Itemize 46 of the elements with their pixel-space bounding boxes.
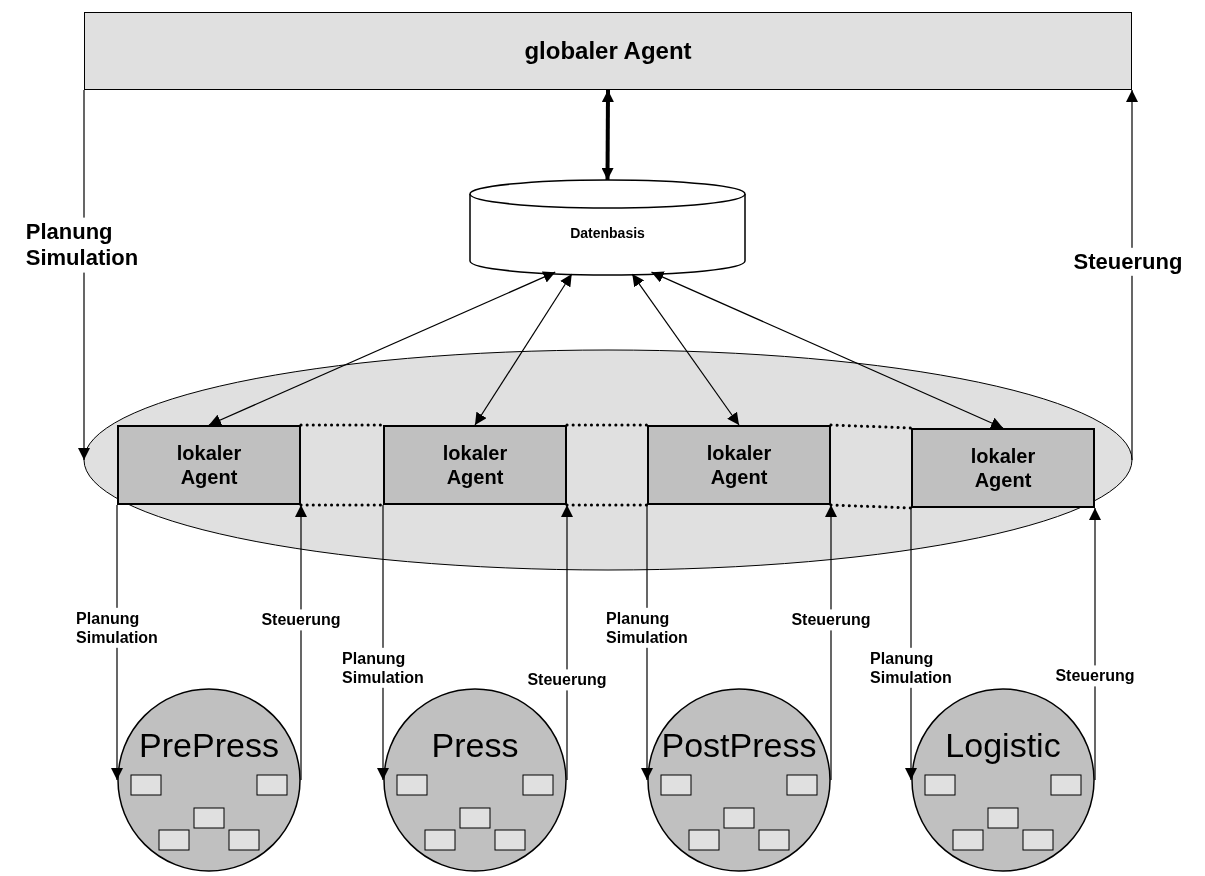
node-label: PrePress bbox=[139, 724, 279, 766]
department-circle bbox=[117, 688, 301, 872]
edge-label: Planung Simulation bbox=[340, 647, 426, 689]
dotted-line bbox=[565, 423, 649, 427]
node-label: lokaler Agent bbox=[705, 441, 773, 489]
edge-label: Planung Simulation bbox=[74, 607, 160, 649]
edge-label: Planung Simulation bbox=[868, 647, 954, 689]
node-label: lokaler Agent bbox=[441, 441, 509, 489]
node-label: PostPress bbox=[661, 724, 817, 766]
node-label: lokaler Agent bbox=[969, 444, 1037, 492]
edge-label: Steuerung bbox=[789, 609, 873, 631]
edge-label: Steuerung bbox=[259, 609, 343, 631]
arrow bbox=[601, 90, 614, 180]
dotted-line bbox=[829, 423, 913, 430]
agent-box bbox=[117, 425, 301, 505]
arrow bbox=[825, 504, 837, 781]
node-label: Datenbasis bbox=[570, 225, 645, 242]
arrow bbox=[1089, 507, 1101, 781]
arrow bbox=[561, 504, 573, 781]
node-label: globaler Agent bbox=[524, 36, 692, 66]
edge-label: Steuerung bbox=[1053, 665, 1137, 687]
edge-label: Steuerung bbox=[525, 669, 609, 691]
edge-label: Planung Simulation bbox=[604, 607, 690, 649]
agent-band bbox=[84, 12, 1132, 90]
dotted-line bbox=[299, 423, 385, 427]
agent-box bbox=[647, 425, 831, 505]
database-cylinder bbox=[470, 180, 745, 275]
agent-box bbox=[383, 425, 567, 505]
arrow bbox=[631, 273, 740, 426]
arrow bbox=[474, 273, 573, 426]
node-label: Press bbox=[431, 724, 519, 766]
department-circle bbox=[383, 688, 567, 872]
department-circle bbox=[911, 688, 1095, 872]
arrow bbox=[208, 271, 556, 426]
node-label: Logistic bbox=[945, 724, 1061, 766]
arrow bbox=[295, 504, 307, 781]
dotted-line bbox=[565, 503, 649, 507]
department-circle bbox=[647, 688, 831, 872]
ellipse-region bbox=[84, 350, 1132, 570]
dotted-line bbox=[829, 503, 913, 510]
agent-box bbox=[911, 428, 1095, 508]
arrow bbox=[1126, 89, 1138, 461]
arrow bbox=[650, 271, 1004, 429]
node-label: lokaler Agent bbox=[175, 441, 243, 489]
arrow bbox=[78, 89, 90, 461]
dotted-line bbox=[299, 503, 385, 507]
